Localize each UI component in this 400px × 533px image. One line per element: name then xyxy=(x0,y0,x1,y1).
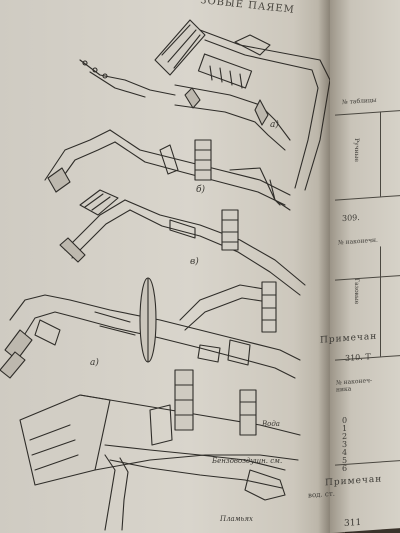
col-header-3: № наконеч- ника xyxy=(336,377,373,394)
table-rule xyxy=(380,246,381,357)
row-label-2: Газовые xyxy=(353,277,360,305)
digit-list: 0 1 2 3 4 5 6 xyxy=(342,416,348,474)
page-number: 311 xyxy=(344,517,362,530)
torch-drawing-1 xyxy=(79,19,331,191)
label-voda: Вода xyxy=(262,420,280,428)
table-rule xyxy=(335,110,400,116)
col-header-1: № таблицы xyxy=(342,96,377,107)
table-rule xyxy=(380,111,381,197)
torch-drawing-a xyxy=(0,277,301,379)
right-page: № таблицы № наконечн. Ручные Газовые 309… xyxy=(308,0,400,533)
label-a-top: а) xyxy=(270,120,279,130)
torch-drawing-v xyxy=(59,189,306,296)
torch-drawings xyxy=(0,19,331,531)
unit-label: вод. ст. xyxy=(308,489,335,500)
torch-drawing-bottom xyxy=(19,369,301,531)
torch-drawing-b xyxy=(44,129,291,211)
col-header-2: № наконечн. xyxy=(338,236,378,247)
row-label-1: Ручные xyxy=(353,137,360,163)
note-2: Примечан xyxy=(325,474,383,489)
label-benzovozdushn: Бензовоздушн. см. xyxy=(212,457,283,465)
left-page: ЗОВЫЕ ПАЯЕМ xyxy=(0,0,345,533)
digit: 6 xyxy=(342,463,348,474)
table-number-310: 310. Т xyxy=(345,352,371,363)
label-v: в) xyxy=(190,257,199,267)
table-rule xyxy=(335,275,400,281)
label-a: а) xyxy=(90,358,99,368)
label-b: б) xyxy=(196,185,206,195)
label-plamya: Пламьях xyxy=(220,515,253,523)
table-number-309: 309. xyxy=(342,212,360,224)
table-rule xyxy=(335,195,400,201)
